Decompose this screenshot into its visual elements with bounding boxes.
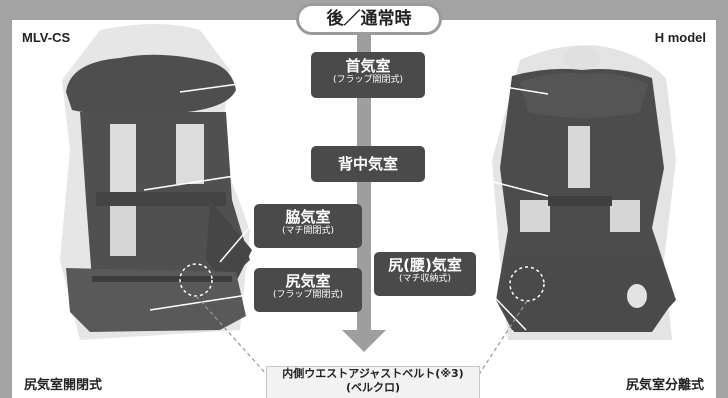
belt-connectors	[195, 295, 528, 377]
model-label-left: MLV-CS	[22, 30, 71, 45]
model-label-right: H model	[654, 30, 706, 45]
callout-side-sub: (マチ開閉式)	[281, 226, 335, 236]
caption-bottom-left: 尻気室開閉式	[24, 377, 103, 392]
callout-back-chamber: 背中気室	[311, 146, 425, 182]
callout-hip-right-sub: (マチ収納式)	[398, 274, 452, 284]
callout-hip-left-title: 尻気室	[285, 272, 331, 290]
caption-bottom-right: 尻気室分離式	[625, 377, 704, 392]
callout-hip-chamber-right: 尻(腰)気室 (マチ収納式)	[374, 252, 476, 296]
page-title: 後／通常時	[296, 3, 442, 35]
callout-neck-title: 首気室	[345, 57, 391, 75]
left-vest-illustration	[60, 24, 252, 340]
callout-hip-chamber-left: 尻気室 (フラップ開閉式)	[254, 268, 362, 312]
callout-side-title: 脇気室	[285, 208, 331, 226]
center-arrow-head	[342, 330, 386, 352]
callout-back-title: 背中気室	[337, 155, 398, 173]
right-vest-illustration	[492, 45, 676, 340]
callout-side-chamber: 脇気室 (マチ開閉式)	[254, 204, 362, 248]
callout-hip-left-sub: (フラップ開閉式)	[272, 290, 344, 300]
waist-belt-line1: 内側ウエストアジャストベルト(※3)	[282, 367, 464, 380]
callout-neck-chamber: 首気室 (フラップ開閉式)	[311, 52, 425, 98]
waist-belt-line2: (ベルクロ)	[345, 381, 401, 394]
waist-belt-caption: 内側ウエストアジャストベルト(※3) (ベルクロ)	[266, 366, 480, 398]
callout-neck-sub: (フラップ開閉式)	[332, 75, 404, 85]
callout-hip-right-title: 尻(腰)気室	[388, 256, 462, 274]
